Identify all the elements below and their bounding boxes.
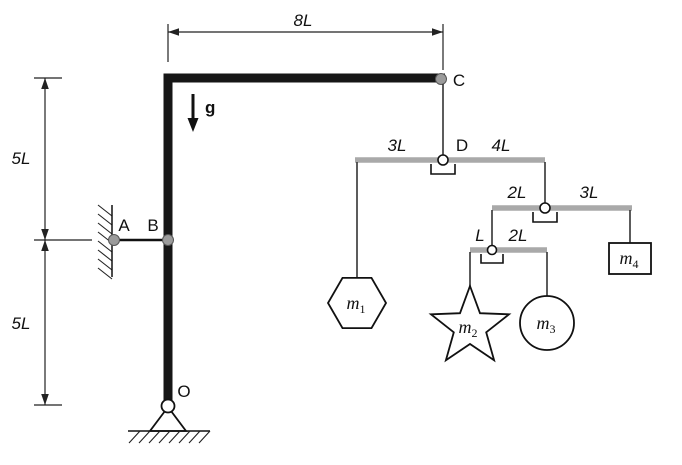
mass-4-box (608, 242, 652, 275)
gravity-label: g (205, 98, 215, 117)
pivot-bracket-2 (532, 212, 558, 223)
point-c-label: C (453, 71, 465, 90)
mass-4: m4 (608, 210, 652, 275)
point-o-label: O (177, 382, 190, 401)
mass-2: m2 (428, 252, 512, 363)
dimension-top: 8L (167, 11, 444, 70)
mass-3-label: m3 (537, 313, 556, 336)
point-d-label: D (456, 136, 468, 155)
link-ab: A B (108, 216, 174, 246)
pin-support (128, 405, 211, 444)
arrowhead-up (41, 240, 49, 251)
frame-beam (163, 73, 445, 404)
gravity-arrowhead (187, 118, 199, 132)
dim-left-upper-label: 5L (12, 149, 31, 168)
dimension-left: 5L 5L (12, 77, 92, 406)
arrowhead-left (168, 28, 179, 36)
lever-1-left-label: 3L (388, 136, 407, 155)
lever-3-left-label: L (475, 226, 484, 245)
dim-top-label: 8L (294, 11, 313, 30)
pivot-3 (486, 244, 498, 256)
pin-o (160, 398, 176, 414)
pivot-bracket-3 (480, 254, 504, 264)
mass-3: m3 (519, 252, 575, 351)
lever-1: 3L D 4L (355, 84, 545, 175)
dim-left-lower-label: 5L (12, 314, 31, 333)
mass-2-label: m2 (459, 317, 478, 340)
arrowhead-down (41, 229, 49, 240)
mass-1: m1 (326, 162, 388, 330)
joint-b (162, 234, 174, 246)
lever-1-right-label: 4L (492, 136, 511, 155)
point-a-label: A (118, 216, 130, 235)
pivot-2 (539, 202, 551, 214)
mass-1-label: m1 (347, 293, 366, 316)
lever-3-right-label: 2L (508, 226, 528, 245)
arrowhead-right (432, 28, 443, 36)
arrowhead-up (41, 78, 49, 89)
mass-3-circle (519, 295, 575, 351)
arrowhead-down (41, 394, 49, 405)
lever-3: L 2L (470, 210, 547, 264)
point-b-label: B (147, 216, 158, 235)
mass-4-label: m4 (620, 248, 639, 271)
ground-hatching (128, 430, 211, 444)
joint-c (435, 73, 447, 85)
lever-2-left-label: 2L (507, 183, 527, 202)
mass-1-hexagon (326, 276, 388, 330)
gravity-arrow: g (187, 94, 215, 132)
pivot-d (437, 154, 449, 166)
lever-2: 2L 3L (492, 162, 632, 223)
lever-2-right-label: 3L (580, 183, 599, 202)
mass-2-star (428, 283, 512, 363)
pivot-bracket-d (430, 164, 456, 175)
joint-a (108, 234, 120, 246)
